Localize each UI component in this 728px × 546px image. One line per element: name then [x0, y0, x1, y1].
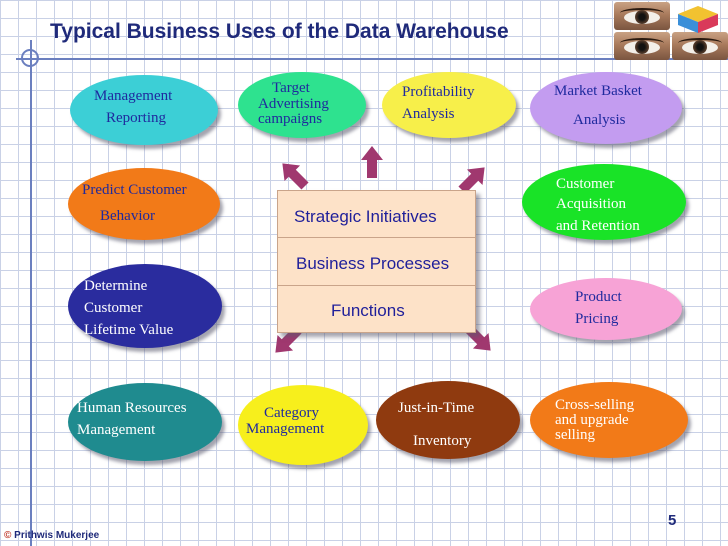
- predict-customer-line-2: Behavior: [100, 208, 155, 224]
- oval-category-management: [238, 385, 368, 465]
- lifetime-value-line-1: Determine: [84, 278, 148, 294]
- eye-image-2: [614, 32, 670, 60]
- center-divider-2: [278, 285, 475, 286]
- vertical-rule: [30, 40, 32, 546]
- strategic-initiatives-label: Strategic Initiatives: [294, 207, 437, 226]
- customer-acquisition-line-3: and Retention: [556, 218, 640, 234]
- lifetime-value-line-2: Customer: [84, 300, 143, 316]
- eye-image-1: [614, 2, 670, 30]
- cross-selling-line-1: Cross-selling: [555, 397, 635, 413]
- target-advertising-line-1: Target: [272, 80, 310, 96]
- profitability-analysis-line-1: Profitability: [402, 84, 475, 100]
- eye-image-3: [672, 32, 728, 60]
- human-resources-line-1: Human Resources: [77, 400, 187, 416]
- market-basket-line-2: Analysis: [573, 112, 626, 128]
- oval-customer-lifetime-value: [68, 264, 222, 348]
- arrow-up: [361, 146, 383, 178]
- management-reporting-line-2: Reporting: [106, 110, 166, 126]
- customer-acquisition-line-1: Customer: [556, 176, 615, 192]
- arrow-up-right: [458, 167, 485, 194]
- page-number: 5: [668, 512, 677, 529]
- customer-acquisition-line-2: Acquisition: [556, 196, 626, 212]
- oval-target-advertising: [238, 72, 366, 138]
- oval-product-pricing: [530, 278, 682, 340]
- slide-title: Typical Business Uses of the Data Wareho…: [50, 20, 509, 43]
- center-divider-1: [278, 237, 475, 238]
- oval-customer-acquisition: [522, 164, 686, 240]
- market-basket-line-1: Market Basket: [554, 83, 642, 99]
- copyright: © Prithwis Mukerjee: [4, 530, 99, 541]
- oval-predict-customer-behavior: [68, 168, 220, 240]
- oval-profitability-analysis: [382, 72, 516, 138]
- product-pricing-line-1: Product: [575, 289, 622, 305]
- arrow-up-left: [282, 163, 309, 190]
- category-management-line-1: Category: [264, 405, 319, 421]
- oval-management-reporting: [70, 75, 218, 145]
- management-reporting-line-1: Management: [94, 88, 173, 104]
- business-processes-label: Business Processes: [296, 254, 450, 273]
- copyright-symbol: ©: [4, 530, 12, 541]
- cross-selling-line-3: selling: [555, 427, 595, 443]
- category-management-line-2: Management: [246, 421, 325, 437]
- crosshair-icon: [21, 49, 39, 67]
- arrow-down-left: [275, 326, 302, 353]
- oval-cross-selling: [530, 382, 688, 458]
- center-box: [277, 190, 476, 333]
- predict-customer-line-1: Predict Customer: [82, 182, 187, 198]
- target-advertising-line-3: campaigns: [258, 111, 323, 127]
- human-resources-line-2: Management: [77, 422, 156, 438]
- cube-icon: [678, 6, 718, 33]
- target-advertising-line-2: Advertising: [258, 96, 329, 112]
- oval-just-in-time-inventory: [376, 381, 520, 459]
- profitability-analysis-line-2: Analysis: [402, 106, 455, 122]
- horizontal-rule: [16, 58, 728, 60]
- functions-label: Functions: [331, 301, 405, 320]
- cross-selling-line-2: and upgrade: [555, 412, 629, 428]
- lifetime-value-line-3: Lifetime Value: [84, 322, 174, 338]
- just-in-time-line-1: Just-in-Time: [398, 400, 475, 416]
- just-in-time-line-2: Inventory: [413, 433, 472, 449]
- oval-market-basket-analysis: [530, 72, 682, 144]
- product-pricing-line-2: Pricing: [575, 311, 619, 327]
- copyright-text: Prithwis Mukerjee: [14, 530, 100, 541]
- oval-human-resources: [68, 383, 222, 461]
